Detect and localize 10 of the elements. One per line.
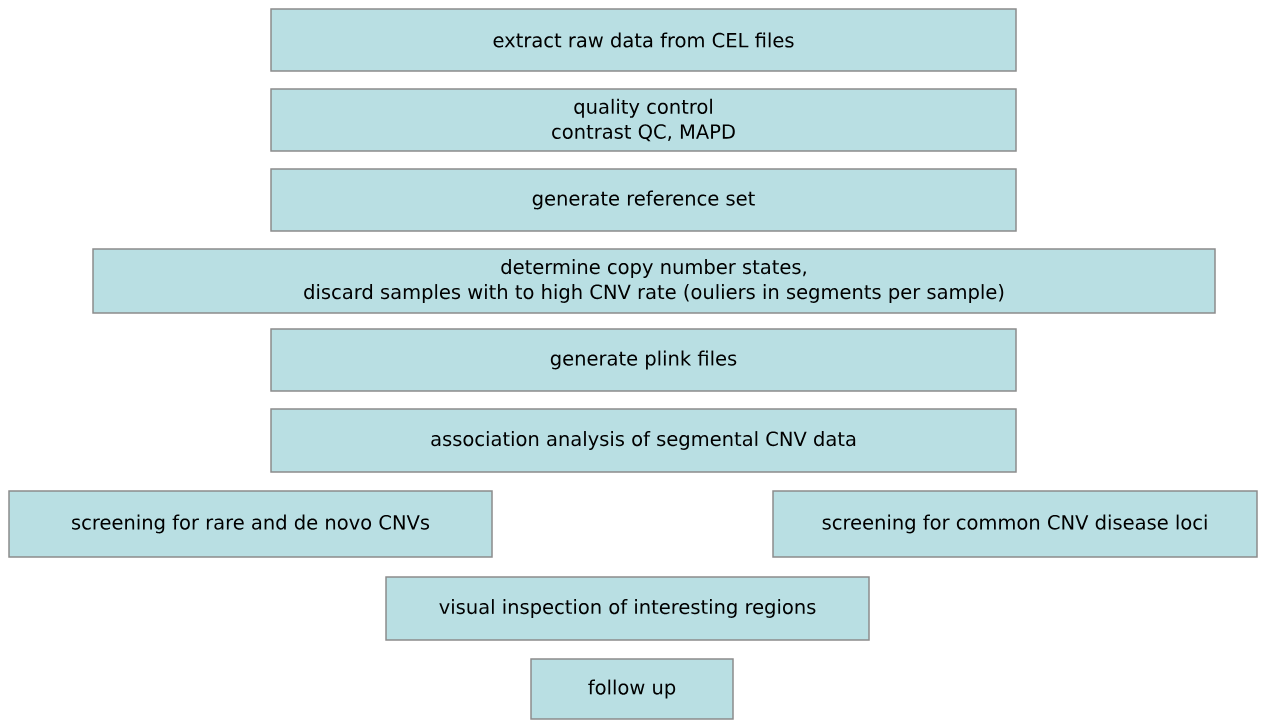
process-box: association analysis of segmental CNV data — [270, 408, 1017, 473]
process-box: follow up — [530, 658, 734, 720]
process-box: quality control contrast QC, MAPD — [270, 88, 1017, 152]
process-box: generate reference set — [270, 168, 1017, 232]
process-box: determine copy number states, discard samples with to high CNV rate (ouliers in segments per sample) — [92, 248, 1216, 314]
process-box: visual inspection of interesting regions — [385, 576, 870, 641]
process-box: extract raw data from CEL files — [270, 8, 1017, 72]
process-box: generate plink files — [270, 328, 1017, 392]
process-box: screening for rare and de novo CNVs — [8, 490, 493, 558]
process-box: screening for common CNV disease loci — [772, 490, 1258, 558]
